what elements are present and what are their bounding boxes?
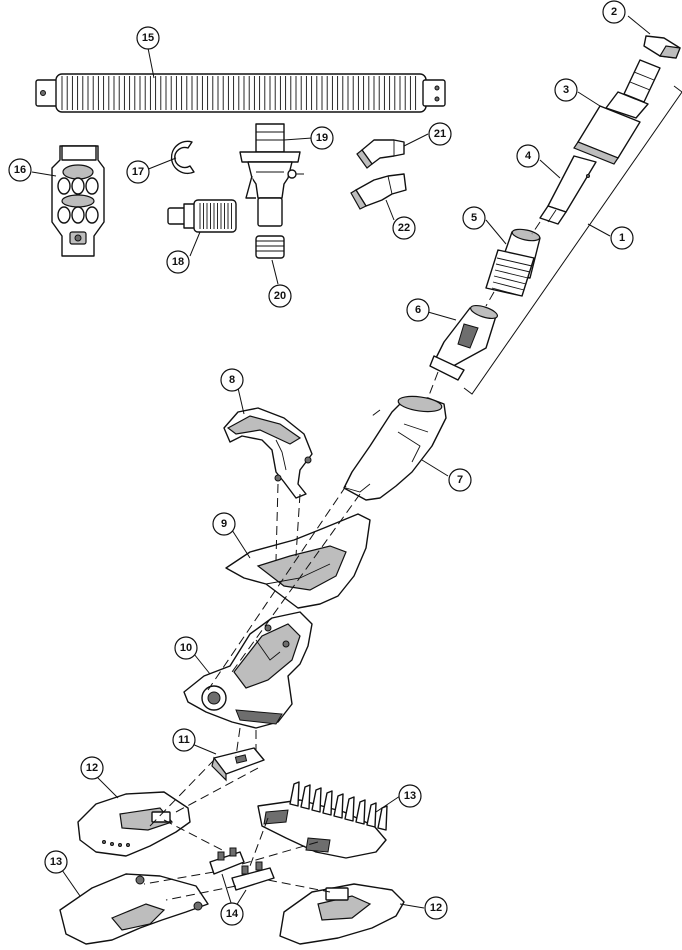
svg-text:22: 22 (398, 222, 410, 234)
svg-text:20: 20 (274, 290, 286, 302)
fin-blade (289, 781, 300, 807)
part-10-lower-body (183, 611, 313, 729)
part-12-left-wing (77, 791, 191, 857)
svg-text:7: 7 (457, 474, 463, 486)
fin-blade (300, 784, 311, 810)
part-6-connector (429, 304, 499, 381)
callout-5: 5 (462, 206, 486, 230)
part-3-tube (573, 59, 661, 165)
leader-lines (31, 15, 651, 909)
swivel-rib (493, 275, 527, 285)
callout-11: 11 (172, 728, 196, 752)
fin-blade (322, 790, 333, 816)
svg-text:10: 10 (180, 642, 192, 654)
callout-18: 18 (166, 250, 190, 274)
part-18-strainer (167, 199, 237, 233)
svg-text:21: 21 (434, 128, 446, 140)
svg-text:6: 6 (415, 304, 421, 316)
callout-15: 15 (136, 26, 160, 50)
assembly-lines (143, 221, 541, 901)
part-12-right-wing (279, 883, 405, 945)
fin-blade (344, 796, 355, 822)
part-7-upper-body (343, 395, 447, 501)
part-17-c-clip (170, 140, 195, 175)
callout-10: 10 (174, 636, 198, 660)
svg-text:4: 4 (525, 150, 532, 162)
callout-3: 3 (554, 78, 578, 102)
part-15-hose (35, 73, 446, 113)
part-2-cap (643, 35, 681, 59)
part-16-hose-weight (51, 145, 105, 257)
part-4-shaft (539, 155, 597, 225)
callout-16: 16 (8, 158, 32, 182)
svg-text:12: 12 (430, 902, 442, 914)
assembly-1-bracket (463, 85, 682, 395)
svg-text:5: 5 (471, 212, 477, 224)
swivel-rib (494, 269, 529, 279)
part-14-clips (209, 847, 275, 891)
fin-blade (377, 805, 388, 831)
svg-text:13: 13 (50, 856, 62, 868)
callout-2: 2 (602, 0, 626, 24)
svg-text:18: 18 (172, 256, 184, 268)
swivel-rib (496, 257, 533, 267)
svg-text:11: 11 (178, 734, 190, 746)
part-8-handle (223, 407, 313, 499)
svg-text:13: 13 (404, 790, 416, 802)
callout-19: 19 (310, 126, 334, 150)
callout-4: 4 (516, 144, 540, 168)
callout-21: 21 (428, 122, 452, 146)
part-5-swivel (485, 228, 541, 297)
part-20-coupling (255, 235, 285, 259)
callout-17: 17 (126, 160, 150, 184)
part-19-skimmer-adapter (239, 123, 304, 227)
svg-text:17: 17 (132, 166, 144, 178)
callout-8: 8 (220, 368, 244, 392)
part-21-elbow (356, 139, 405, 169)
part-22-angled-elbow (350, 173, 407, 210)
svg-text:15: 15 (142, 32, 154, 44)
callout-14: 14 (220, 902, 244, 926)
fin-blade (355, 799, 366, 825)
callout-6: 6 (406, 298, 430, 322)
svg-text:1: 1 (619, 232, 625, 244)
svg-text:2: 2 (611, 6, 617, 18)
callouts: 1 2 3 4 5 6 7 8 (8, 0, 634, 926)
callout-12-right: 12 (424, 896, 448, 920)
fin-blade (333, 793, 344, 819)
svg-text:12: 12 (86, 762, 98, 774)
callout-22: 22 (392, 216, 416, 240)
part-13-left-fins (59, 873, 209, 945)
svg-text:16: 16 (14, 164, 26, 176)
svg-text:8: 8 (229, 374, 235, 386)
callout-20: 20 (268, 284, 292, 308)
part-13-right-fins (257, 781, 388, 859)
svg-text:3: 3 (563, 84, 569, 96)
svg-text:14: 14 (226, 908, 239, 920)
swivel-rib (492, 281, 525, 291)
callout-12-left: 12 (80, 756, 104, 780)
callout-13-right: 13 (398, 784, 422, 808)
fin-blade (366, 802, 377, 828)
swivel-rib (491, 287, 523, 297)
fin-blade (311, 787, 322, 813)
svg-text:19: 19 (316, 132, 328, 144)
callout-1: 1 (610, 226, 634, 250)
callout-9: 9 (212, 512, 236, 536)
svg-text:9: 9 (221, 518, 227, 530)
swivel-rib (495, 263, 531, 273)
callout-7: 7 (448, 468, 472, 492)
callout-13-left: 13 (44, 850, 68, 874)
part-11-pivot (211, 747, 265, 782)
